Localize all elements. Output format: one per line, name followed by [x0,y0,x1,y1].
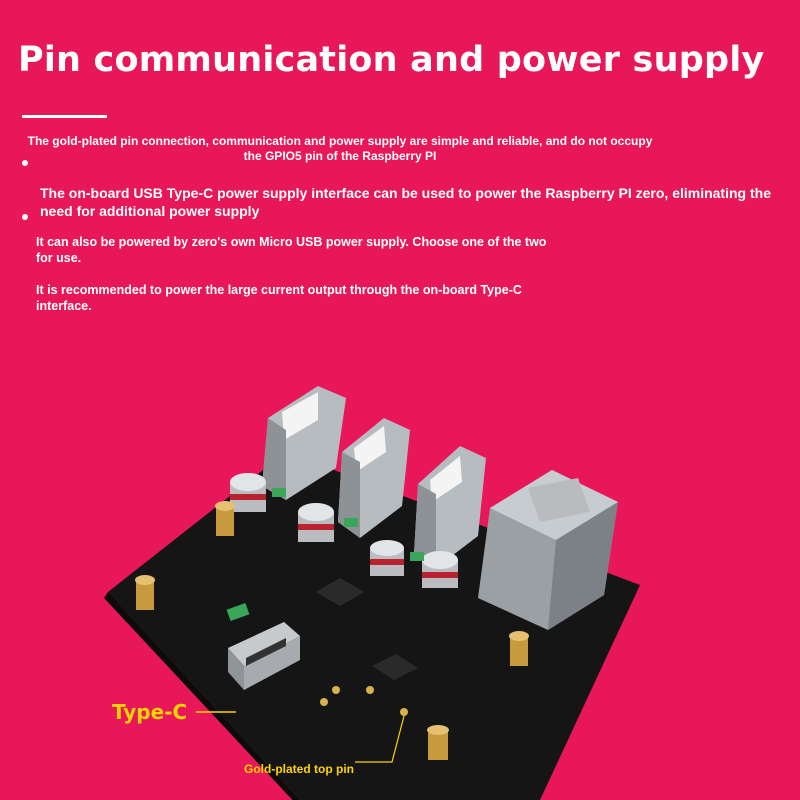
ic-chip [316,578,364,606]
fuse [272,488,286,497]
paragraph-gold-pin: The gold-plated pin connection, communic… [27,134,653,163]
gold-pin [332,686,340,694]
brass-standoff [215,501,235,536]
gold-pin [366,686,374,694]
gold-pin-callout-line [355,715,405,763]
gold-pin [320,698,328,706]
brass-standoff [427,725,449,760]
capacitor [370,540,404,576]
usb-hub-board-photo [104,386,640,800]
bullet-dot [22,160,28,166]
type-c-label: Type-C [112,700,188,724]
brass-standoff [509,631,529,666]
capacitor [298,503,334,542]
usb-a-port-2 [338,418,410,538]
usb-a-port-3 [414,446,486,568]
ethernet-port [478,470,618,630]
paragraph-micro-usb: It can also be powered by zero's own Mic… [36,235,547,265]
page-title: Pin communication and power supply [18,40,765,80]
usb-a-port-1 [262,386,346,500]
fuse [226,602,250,622]
gold-pin-label: Gold-plated top pin [244,762,354,776]
usb-type-c-port [228,622,300,690]
fuse [410,552,424,561]
paragraph-recommendation: It is recommended to power the large cur… [36,283,522,313]
brass-standoff [135,575,155,610]
ic-chip [372,654,418,680]
capacitor [422,551,458,588]
bullet-dot [22,214,28,220]
paragraph-typec-power: The on-board USB Type-C power supply int… [40,185,771,219]
capacitor [230,473,266,512]
gold-pin [400,708,408,716]
title-underline [22,115,107,118]
fuse [344,518,358,527]
